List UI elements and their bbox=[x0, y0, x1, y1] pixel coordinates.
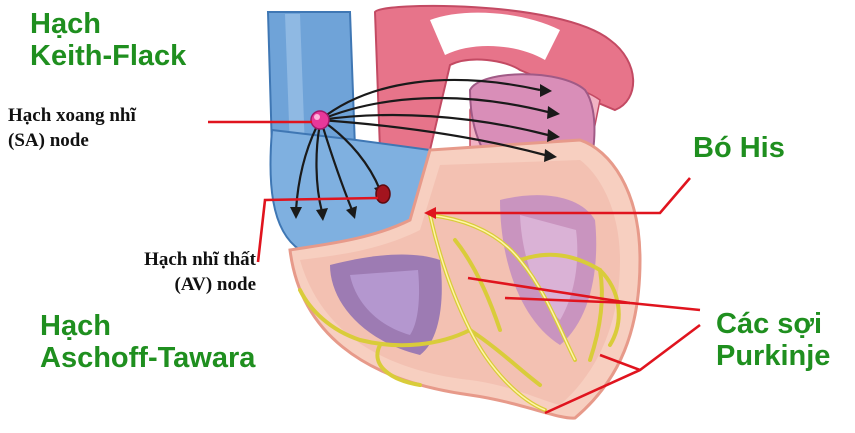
label-keith-flack: Hạch Keith-Flack bbox=[30, 8, 186, 72]
label-aschoff-tawara-line1: Hạch bbox=[40, 310, 255, 342]
label-sa-node-line2: (SA) node bbox=[8, 128, 136, 153]
sa-node bbox=[311, 111, 329, 129]
label-keith-flack-line2: Keith-Flack bbox=[30, 40, 186, 72]
label-purkinje-line1: Các sợi bbox=[716, 308, 830, 340]
label-aschoff-tawara-line2: Aschoff-Tawara bbox=[40, 342, 255, 374]
label-aschoff-tawara: Hạch Aschoff-Tawara bbox=[40, 310, 255, 374]
label-purkinje: Các sợi Purkinje bbox=[716, 308, 830, 372]
label-av-node-line2: (AV) node bbox=[76, 272, 256, 297]
label-keith-flack-line1: Hạch bbox=[30, 8, 186, 40]
label-av-node-line1: Hạch nhĩ thất bbox=[76, 247, 256, 272]
label-sa-node-line1: Hạch xoang nhĩ bbox=[8, 103, 136, 128]
av-node bbox=[376, 185, 390, 203]
label-av-node: Hạch nhĩ thất (AV) node bbox=[76, 247, 256, 297]
label-his-bundle: Bó His bbox=[693, 132, 785, 164]
label-sa-node: Hạch xoang nhĩ (SA) node bbox=[8, 103, 136, 153]
label-purkinje-line2: Purkinje bbox=[716, 340, 830, 372]
